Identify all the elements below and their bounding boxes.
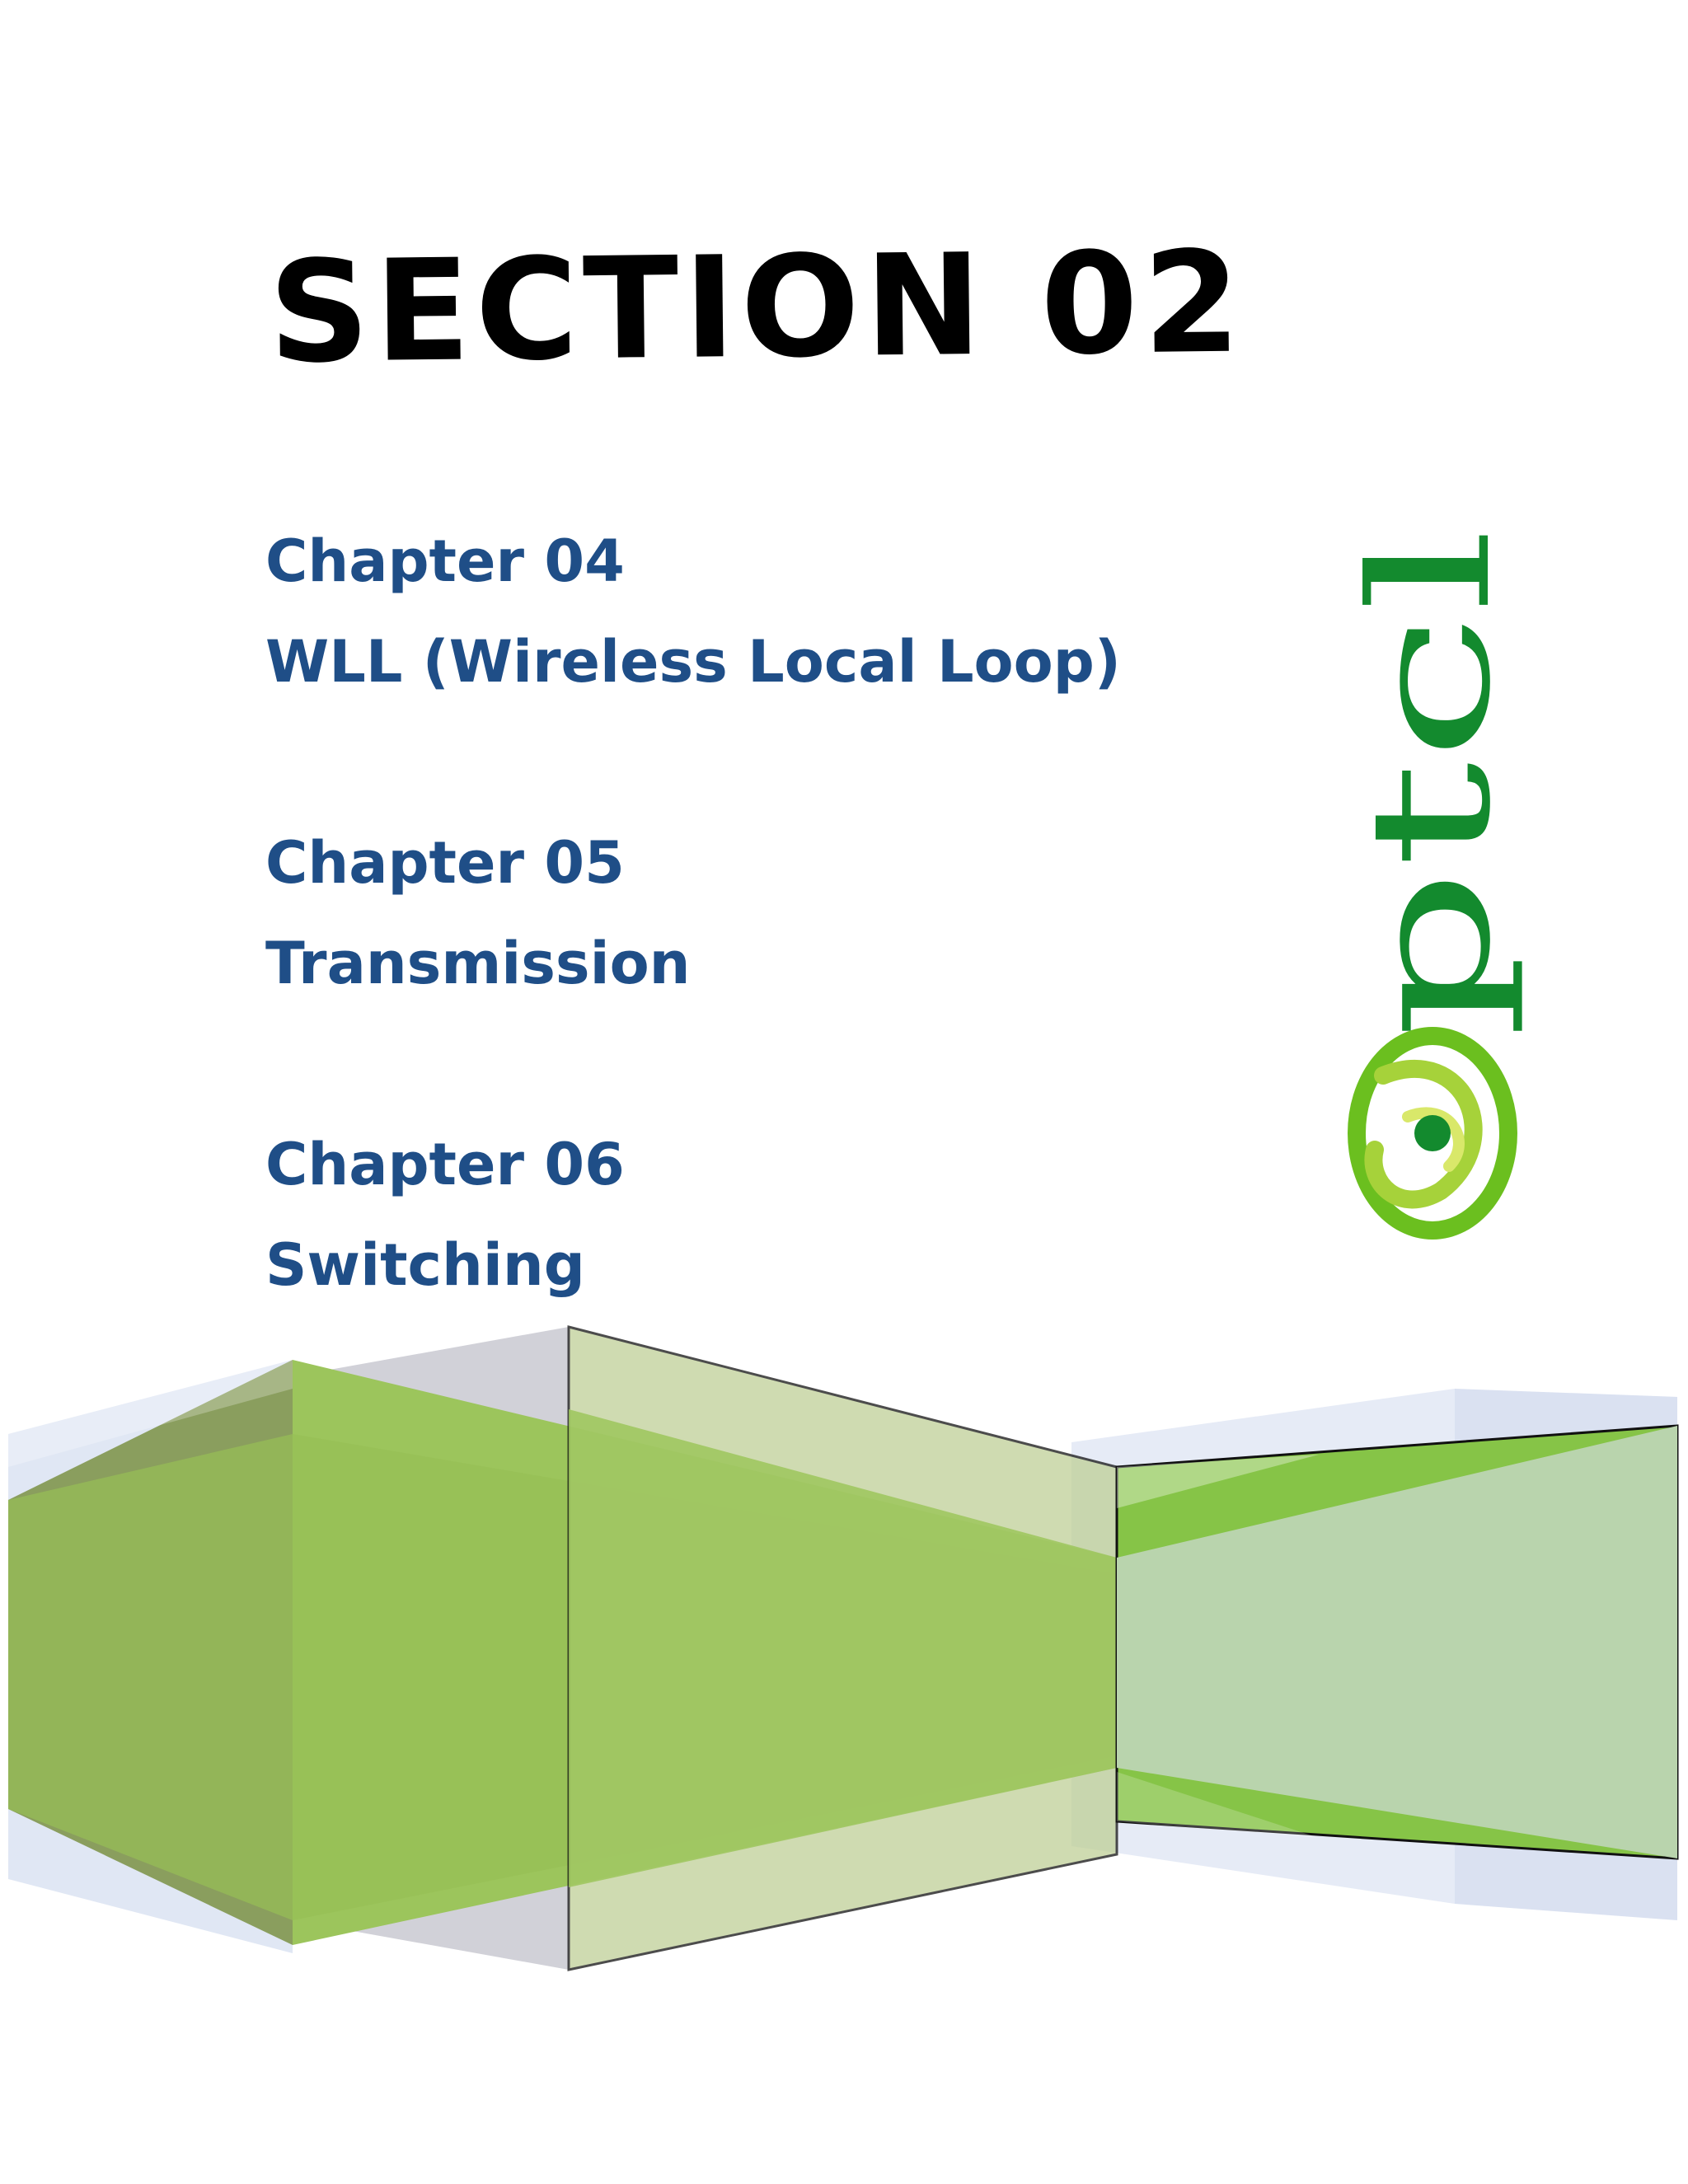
chapter-name: Switching xyxy=(265,1231,585,1299)
chapter-item-04: Chapter 04 WLL (Wireless Local Loop) xyxy=(265,511,1254,712)
ptcl-logo: ptcl xyxy=(1335,527,1527,1240)
chapter-number: Chapter 05 xyxy=(265,829,625,897)
chapter-name: WLL (Wireless Local Loop) xyxy=(265,628,1121,696)
chapter-number: Chapter 04 xyxy=(265,527,625,595)
chapter-item-06: Chapter 06 Switching xyxy=(265,1114,1254,1315)
chapter-list: Chapter 04 WLL (Wireless Local Loop) Cha… xyxy=(265,511,1254,1416)
ptcl-wordmark: ptcl xyxy=(1335,527,1527,1038)
ptcl-swirl-icon xyxy=(1348,1027,1517,1240)
chapter-number: Chapter 06 xyxy=(265,1131,625,1198)
green-ribbon-decoration xyxy=(8,1325,1679,1971)
chapter-name: Transmission xyxy=(265,930,691,997)
section-title: SECTION 02 xyxy=(267,221,1247,395)
chapter-item-05: Chapter 05 Transmission xyxy=(265,813,1254,1014)
